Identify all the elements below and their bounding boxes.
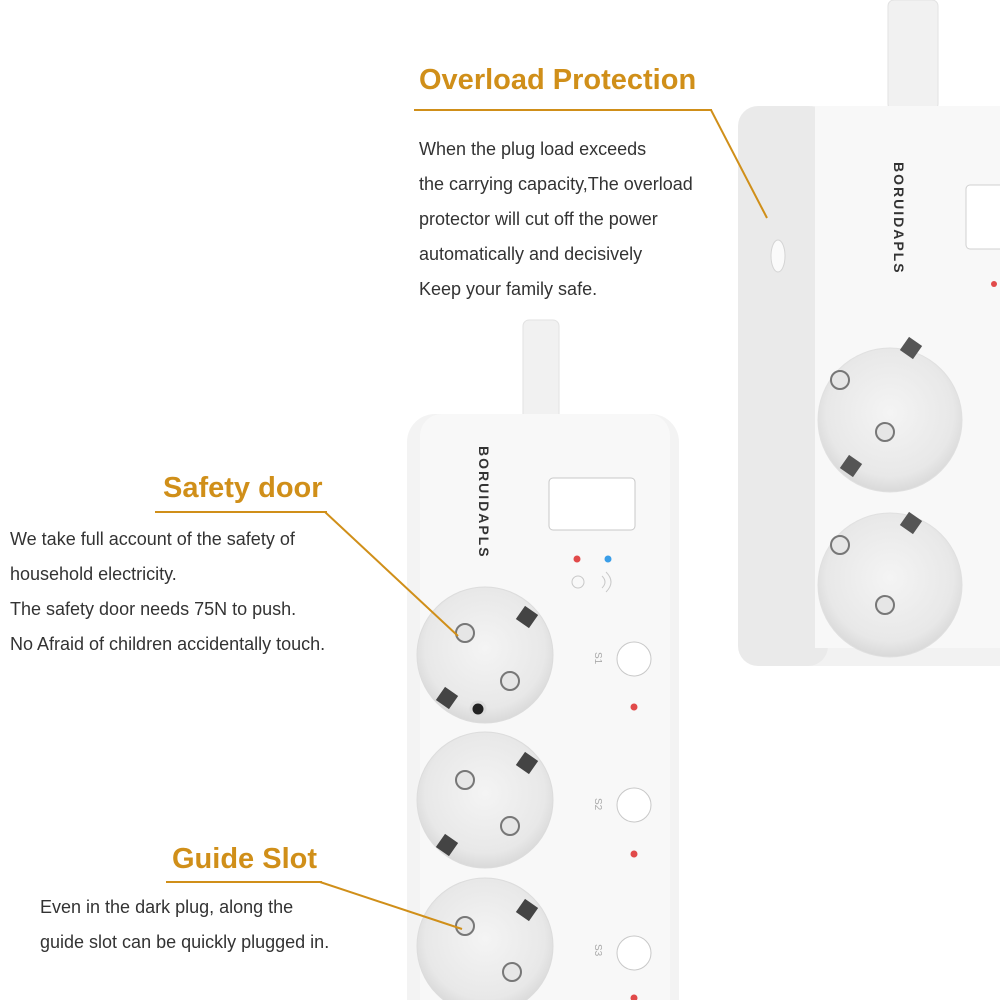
safety-line: The safety door needs 75N to push.: [10, 599, 297, 619]
power-strip-front: [407, 319, 679, 1000]
switch-s1: [616, 641, 652, 677]
overload-line: When the plug load exceeds: [419, 139, 647, 159]
guide-title: Guide Slot: [172, 843, 317, 875]
switch-label-s1: S1: [592, 652, 603, 665]
brand-label-front: BORUIDAPLS: [476, 446, 492, 559]
overload-line: protector will cut off the power: [419, 209, 658, 229]
safety-line: household electricity.: [10, 564, 177, 584]
brand-label-rear: BORUIDAPLS: [891, 162, 907, 275]
safety-underline: [155, 511, 327, 513]
guide-line: Even in the dark plug, along the: [40, 897, 294, 917]
overload-title: Overload Protection: [419, 64, 697, 96]
main-switch: [548, 477, 636, 531]
switch-s3: [616, 935, 652, 971]
overload-description: When the plug load exceeds the carrying …: [419, 132, 693, 307]
overload-line: automatically and decisively: [419, 244, 643, 264]
overload-line: the carrying capacity,The overload: [419, 174, 693, 194]
safety-description: We take full account of the safety of ho…: [10, 522, 325, 662]
overload-line: Keep your family safe.: [419, 279, 598, 299]
power-strip-rear: [738, 0, 1000, 666]
safety-leader-line: [324, 511, 459, 637]
guide-line: guide slot can be quickly plugged in.: [40, 932, 330, 952]
safety-title: Safety door: [163, 472, 323, 504]
guide-leader-line: [319, 881, 463, 930]
overload-underline: [414, 109, 712, 111]
safety-line: No Afraid of children accidentally touch…: [10, 634, 326, 654]
switch-s2: [616, 787, 652, 823]
safety-line: We take full account of the safety of: [10, 529, 295, 549]
guide-underline: [166, 881, 322, 883]
guide-description: Even in the dark plug, along the guide s…: [40, 890, 329, 960]
switch-label-s2: S2: [592, 798, 603, 811]
overload-reset-button: [770, 239, 786, 273]
overload-leader-line: [710, 109, 768, 219]
switch-label-s3: S3: [592, 944, 603, 957]
